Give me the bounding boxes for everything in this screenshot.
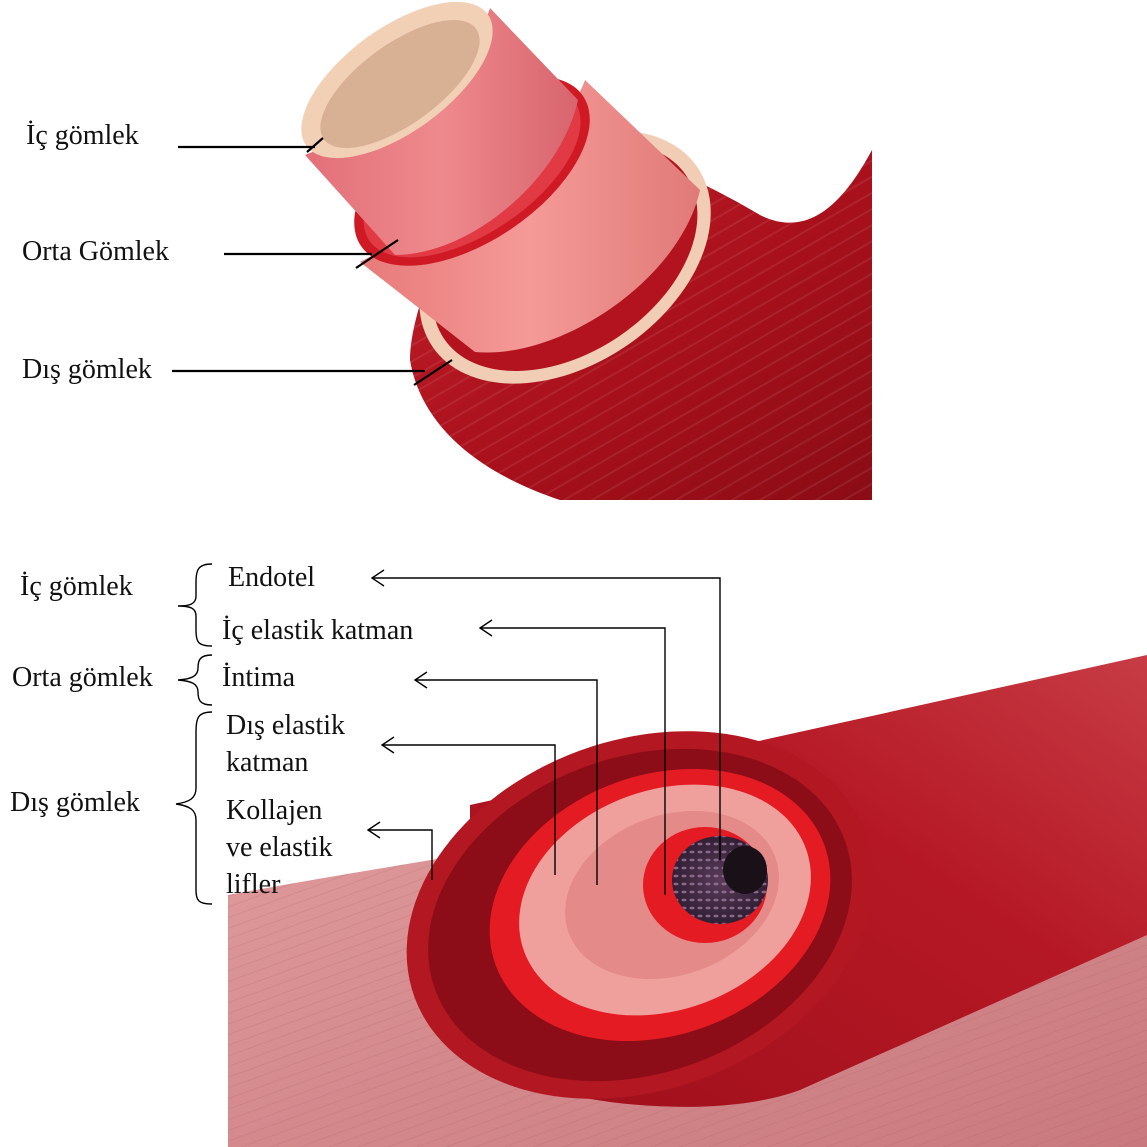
group-label-inner-layer: İç gömlek <box>20 571 133 603</box>
layer-label-collagen-line1: Kollajen <box>226 795 322 827</box>
layer-label-collagen-line3: lifler <box>226 869 280 901</box>
layer-label-internal-elastic: İç elastik katman <box>222 615 413 647</box>
layer-label-endothelium: Endotel <box>228 562 315 594</box>
layer-label-intima: İntima <box>222 662 295 694</box>
layer-label-external-elastic-line1: Dış elastik <box>226 710 345 742</box>
group-label-middle-layer: Orta gömlek <box>12 662 153 694</box>
group-label-outer-layer: Dış gömlek <box>10 787 140 819</box>
layer-label-external-elastic-line2: katman <box>226 747 308 779</box>
layer-label-collagen-line2: ve elastik <box>226 832 333 864</box>
group-braces <box>176 564 212 904</box>
